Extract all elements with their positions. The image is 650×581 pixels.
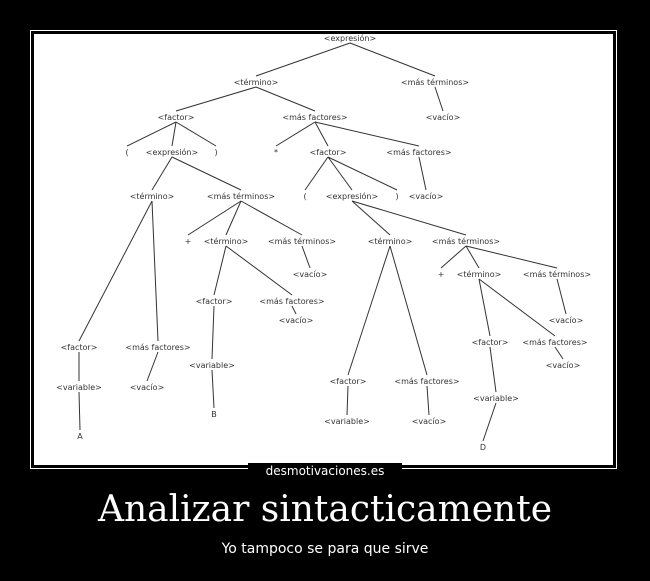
tree-edge	[478, 278, 491, 337]
tree-node-label: <vacío>	[279, 316, 314, 325]
tree-edge	[434, 86, 444, 112]
poster-subtitle: Yo tampoco se para que sirve	[221, 541, 429, 557]
tree-edge	[346, 385, 349, 416]
tree-node-label: <más términos>	[268, 236, 336, 246]
tree-node-label: A	[77, 432, 83, 441]
tree-node-label: <más términos>	[401, 77, 469, 87]
tree-edge	[418, 156, 427, 191]
tree-edge	[465, 245, 558, 269]
tree-node-label: +	[185, 237, 192, 246]
tree-node-label: <vacío>	[130, 383, 165, 392]
tree-edge	[171, 121, 177, 147]
tree-node-label: <vacío>	[409, 192, 444, 201]
tree-edge	[389, 245, 428, 376]
tree-edge	[255, 86, 316, 112]
tree-edge	[327, 156, 398, 191]
tree-node-label: +	[438, 270, 445, 279]
tree-node-label: <variable>	[473, 394, 519, 403]
tree-edge	[347, 245, 391, 376]
tree-node-label: <factor>	[330, 377, 367, 386]
site-watermark: desmotivaciones.es	[248, 463, 402, 479]
tree-edge	[255, 42, 351, 77]
tree-edge	[556, 278, 567, 315]
poster-title: Analizar sintacticamente	[97, 489, 553, 530]
tree-edge	[275, 121, 316, 147]
tree-node-label: (	[303, 192, 306, 201]
tree-edge	[151, 156, 173, 191]
tree-edge	[304, 156, 329, 191]
tree-node-label: <más factores>	[282, 113, 347, 122]
tree-node-label: <más factores>	[394, 377, 459, 386]
tree-edge	[314, 121, 329, 147]
tree-edge	[211, 305, 215, 360]
tree-edge	[314, 121, 420, 147]
tree-node-label: <vacío>	[426, 113, 461, 122]
tree-edge	[478, 278, 556, 337]
tree-node-label: <variable>	[56, 383, 102, 392]
tree-node-label: <expresión>	[324, 34, 376, 43]
tree-node-label: D	[480, 443, 486, 452]
tree-node-label: <término>	[130, 191, 175, 201]
tree-node-label: )	[395, 192, 398, 201]
tree-node-label: <más factores>	[522, 338, 587, 347]
tree-edge	[126, 121, 177, 147]
tree-node-label: *	[274, 148, 278, 157]
tree-edge	[351, 200, 391, 236]
tree-edge	[489, 346, 497, 393]
tree-edge	[554, 346, 564, 360]
tree-node-label: <variable>	[189, 361, 235, 370]
tree-edge	[440, 245, 467, 269]
parse-tree-diagram: <expresión> <término> <más términos> <vacío…	[56, 34, 591, 452]
tree-edge	[187, 200, 242, 236]
tree-edge	[225, 245, 293, 296]
tree-edge	[349, 42, 436, 77]
tree-edge	[240, 200, 303, 236]
tree-edge	[146, 351, 159, 382]
tree-edge	[482, 402, 497, 442]
tree-edge	[211, 369, 215, 409]
tree-edge	[426, 385, 430, 416]
tree-edge	[291, 305, 297, 315]
tree-edge	[171, 156, 242, 191]
tree-node-label: <vacío>	[412, 417, 447, 426]
tree-edge	[327, 156, 353, 191]
tree-edge	[78, 391, 81, 431]
tree-node-label: <más factores>	[259, 297, 324, 306]
tree-node-label: <factor>	[310, 148, 347, 157]
tree-node-label: )	[214, 148, 217, 157]
tree-node-label: <factor>	[472, 338, 509, 347]
tree-node-label: <término>	[204, 236, 249, 246]
tree-edge	[175, 121, 217, 147]
tree-edge	[465, 245, 480, 269]
tree-node-label: <factor>	[158, 113, 195, 122]
tree-node-label: <término>	[457, 269, 502, 279]
tree-node-label: <más factores>	[386, 148, 451, 157]
tree-node-label: <vacío>	[293, 270, 328, 279]
tree-node-label: <expresión>	[146, 147, 198, 157]
parse-tree-panel: <expresión> <término> <más términos> <vacío…	[34, 34, 613, 465]
tree-edge	[213, 245, 227, 296]
tree-node-label: <más términos>	[432, 236, 500, 246]
tree-node-label: B	[211, 410, 217, 419]
tree-edge	[225, 200, 242, 236]
tree-node-label: <factor>	[61, 343, 98, 352]
tree-node-label: <más factores>	[125, 343, 190, 352]
tree-node-label: (	[125, 148, 128, 157]
tree-node-label: <expresión>	[326, 191, 378, 201]
tree-node-label: <más términos>	[523, 269, 591, 279]
tree-node-label: <variable>	[324, 417, 370, 426]
tree-edge	[351, 200, 467, 236]
tree-edge	[151, 200, 159, 342]
image-frame: <expresión> <término> <más términos> <vacío…	[30, 30, 617, 469]
tree-node-label: <factor>	[196, 297, 233, 306]
tree-node-label: <término>	[234, 77, 279, 87]
tree-node-label: <vacío>	[546, 361, 581, 370]
tree-edge	[301, 245, 311, 269]
tree-node-label: <término>	[368, 236, 413, 246]
tree-edge	[175, 86, 257, 112]
tree-node-label: <más términos>	[207, 191, 275, 201]
tree-node-label: <vacío>	[549, 316, 584, 325]
tree-edge	[78, 200, 153, 342]
